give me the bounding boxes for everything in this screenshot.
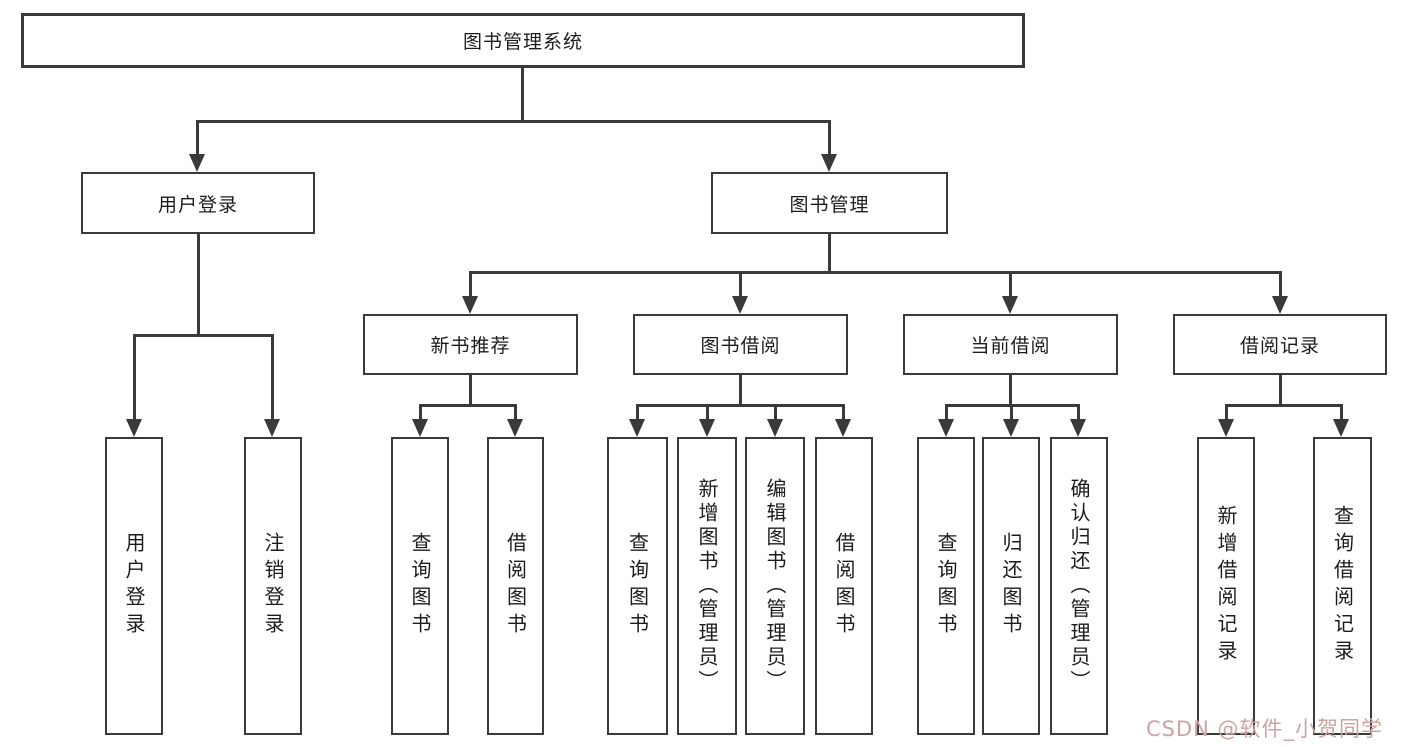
connector-stub-bb-query	[636, 404, 639, 420]
leaf-current-query: 查询图书	[917, 437, 975, 735]
connector-stub-bb-borrow	[842, 404, 845, 420]
node-current-borrow: 当前借阅	[903, 314, 1118, 375]
node-new-books: 新书推荐	[363, 314, 578, 375]
connector-stub-nb-borrow	[514, 404, 517, 420]
arrowhead-bb-borrow	[835, 419, 851, 437]
connector-stub-book-borrow	[739, 271, 742, 297]
leaf-logout-label: 注销登录	[261, 532, 285, 640]
connector-stub-br-add	[1225, 404, 1228, 420]
leaf-records-add: 新增借阅记录	[1197, 437, 1255, 735]
leaf-records-query: 查询借阅记录	[1313, 437, 1372, 735]
node-root-label: 图书管理系统	[462, 31, 583, 53]
connector-newbooks-horizontal	[419, 404, 517, 407]
leaf-records-query-label: 查询借阅记录	[1330, 505, 1355, 667]
connector-userlogin-vertical	[197, 234, 200, 337]
node-borrow-records: 借阅记录	[1173, 314, 1387, 375]
arrowhead-nb-borrow	[507, 419, 523, 437]
leaf-borrow-query: 查询图书	[607, 437, 668, 735]
arrowhead-bb-add	[699, 419, 715, 437]
leaf-current-return: 归还图书	[982, 437, 1040, 735]
node-book-borrow: 图书借阅	[633, 314, 848, 375]
arrowhead-cb-query	[938, 419, 954, 437]
arrowhead-br-add	[1218, 419, 1234, 437]
node-user-login: 用户登录	[81, 172, 315, 234]
node-book-mgmt: 图书管理	[711, 172, 948, 234]
leaf-logout: 注销登录	[244, 437, 302, 735]
connector-userlogin-horizontal	[133, 334, 273, 337]
arrowhead-cb-return	[1003, 419, 1019, 437]
connector-root-vertical	[521, 68, 524, 122]
leaf-newbooks-borrow: 借阅图书	[487, 437, 544, 735]
node-book-borrow-label: 图书借阅	[700, 335, 781, 357]
node-new-books-label: 新书推荐	[430, 335, 511, 357]
node-book-mgmt-label: 图书管理	[789, 193, 870, 216]
arrowhead-leaf-user-login	[126, 419, 142, 437]
connector-bookmgmt-vertical	[828, 234, 831, 274]
arrowhead-cb-confirm	[1070, 419, 1086, 437]
leaf-borrow-edit-label: 编辑图书（管理员）	[763, 478, 787, 694]
arrowhead-nb-query	[412, 419, 428, 437]
connector-borrowrecords-vertical	[1279, 375, 1282, 407]
arrowhead-br-query	[1333, 419, 1349, 437]
connector-bookborrow-vertical	[739, 375, 742, 407]
arrowhead-bb-query	[629, 419, 645, 437]
leaf-records-add-label: 新增借阅记录	[1214, 505, 1238, 667]
arrowhead-book-borrow	[732, 296, 748, 314]
connector-stub-book-mgmt	[828, 120, 831, 156]
leaf-borrow-add-label: 新增图书（管理员）	[695, 478, 719, 694]
connector-stub-cb-query	[945, 404, 948, 420]
arrowhead-book-mgmt	[821, 154, 837, 172]
leaf-borrow-add: 新增图书（管理员）	[677, 437, 737, 735]
leaf-user-login-label: 用户登录	[122, 532, 146, 640]
arrowhead-current-borrow	[1002, 296, 1018, 314]
connector-stub-leaf-user-login	[133, 334, 136, 419]
connector-borrowrecords-horizontal	[1225, 404, 1343, 407]
connector-stub-cb-confirm	[1077, 404, 1080, 420]
connector-stub-bb-add	[706, 404, 709, 420]
leaf-current-query-label: 查询图书	[934, 532, 958, 640]
connector-stub-user-login	[196, 120, 199, 156]
connector-stub-borrow-records	[1279, 271, 1282, 297]
node-root: 图书管理系统	[21, 13, 1025, 68]
connector-stub-new-books	[469, 271, 472, 297]
node-current-borrow-label: 当前借阅	[970, 335, 1051, 357]
connector-stub-br-query	[1340, 404, 1343, 420]
leaf-current-return-label: 归还图书	[999, 532, 1023, 640]
leaf-borrow-query-label: 查询图书	[625, 532, 650, 640]
leaf-borrow-borrow: 借阅图书	[815, 437, 873, 735]
connector-stub-cb-return	[1010, 404, 1013, 420]
arrowhead-leaf-logout	[264, 419, 280, 437]
leaf-current-confirm-label: 确认归还（管理员）	[1067, 478, 1091, 694]
node-borrow-records-label: 借阅记录	[1239, 335, 1320, 357]
connector-currentborrow-vertical	[1009, 375, 1012, 407]
arrowhead-bb-edit	[767, 419, 783, 437]
connector-stub-nb-query	[419, 404, 422, 420]
leaf-borrow-borrow-label: 借阅图书	[832, 532, 856, 640]
connector-root-horizontal	[196, 120, 831, 123]
connector-stub-bb-edit	[774, 404, 777, 420]
connector-newbooks-vertical	[469, 375, 472, 407]
leaf-borrow-edit: 编辑图书（管理员）	[745, 437, 805, 735]
arrowhead-new-books	[462, 296, 478, 314]
connector-bookborrow-horizontal	[636, 404, 845, 407]
leaf-newbooks-query: 查询图书	[391, 437, 449, 735]
leaf-current-confirm: 确认归还（管理员）	[1050, 437, 1108, 735]
connector-stub-leaf-logout	[271, 334, 274, 419]
leaf-newbooks-query-label: 查询图书	[408, 532, 432, 640]
connector-bookmgmt-horizontal	[469, 271, 1281, 274]
node-user-login-label: 用户登录	[157, 193, 238, 216]
arrowhead-user-login	[189, 154, 205, 172]
connector-stub-current-borrow	[1009, 271, 1012, 297]
csdn-watermark: CSDN @软件_小贺同学	[1146, 717, 1384, 741]
arrowhead-borrow-records	[1272, 296, 1288, 314]
leaf-newbooks-borrow-label: 借阅图书	[503, 532, 528, 640]
leaf-user-login: 用户登录	[105, 437, 163, 735]
